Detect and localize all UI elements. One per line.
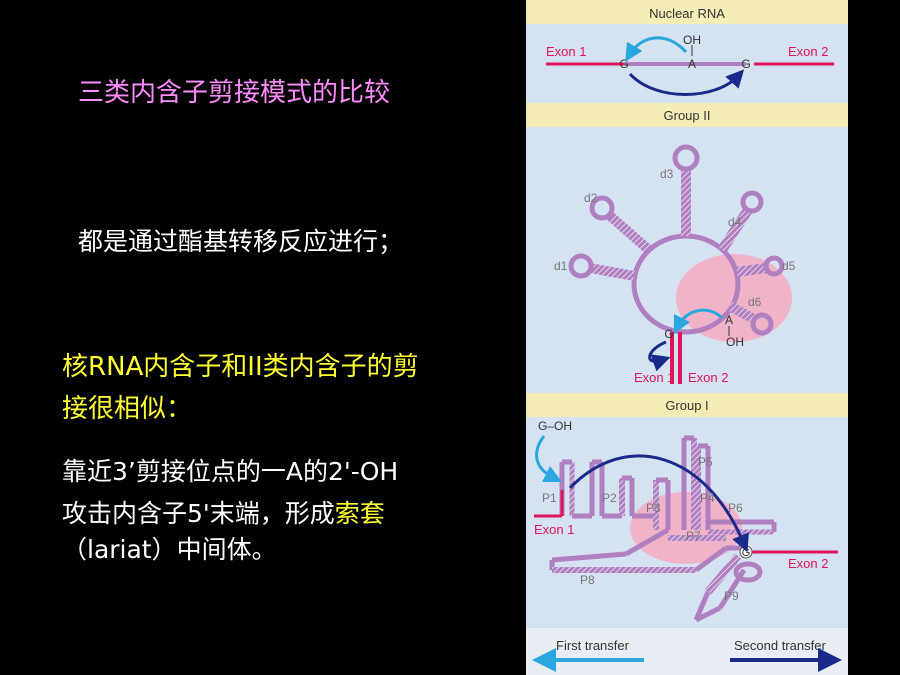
group1-p6-label: P6 [728, 501, 743, 515]
group2-header: Group II [664, 108, 711, 123]
group1-p3-label: P3 [646, 501, 661, 515]
nuclear-header: Nuclear RNA [649, 6, 725, 21]
nuclear-first-transfer-arrow [625, 36, 688, 62]
group2-exon1-label: Exon 1 [634, 370, 674, 385]
legend-second-label: Second transfer [734, 638, 826, 653]
group1-p2-label: P2 [602, 491, 617, 505]
group1-p8-label: P8 [580, 573, 595, 587]
nuclear-second-transfer-arrow [628, 69, 745, 96]
group1-header-bar [526, 393, 848, 417]
slide-title: 三类内含子剪接模式的比较 [78, 78, 391, 108]
nuclear-exon1-label: Exon 1 [546, 44, 586, 59]
point-similarity-line1: 核RNA内含子和II类内含子的剪 [62, 352, 419, 382]
group1-g-label: G [742, 547, 751, 559]
nuclear-exon2-label: Exon 2 [788, 44, 828, 59]
group1-p7-label: P7 [686, 529, 701, 543]
group1-p9-label: P9 [724, 589, 739, 603]
group2-intron-structure [568, 144, 785, 336]
nuclear-g1-label: G [619, 57, 628, 71]
group1-second-transfer-arrow [568, 454, 749, 553]
point-lariat-line2: 攻击内含子5'末端，形成索套 [62, 494, 385, 530]
point-lariat-line3: （lariat）中间体。 [62, 535, 277, 564]
group1-p4-label: P4 [700, 491, 715, 505]
group2-second-transfer-arrow [648, 340, 671, 372]
nuclear-g2-label: G [741, 57, 750, 71]
group1-goh-label: G–OH [538, 419, 572, 433]
group2-header-bar [526, 103, 848, 127]
group2-exon2-label: Exon 2 [688, 370, 728, 385]
group2-d3-label: d3 [660, 167, 674, 181]
group1-header: Group I [665, 398, 708, 413]
nuclear-oh-label: OH [683, 33, 701, 47]
group2-oh-label: OH [726, 335, 744, 349]
group1-exon2-label: Exon 2 [788, 556, 828, 571]
group2-d2-label: d2 [584, 191, 598, 205]
group1-p5-label: P5 [698, 455, 713, 469]
group1-first-transfer-arrow [535, 435, 563, 483]
group2-d5-label: d5 [782, 259, 796, 273]
nuclear-header-bar [526, 0, 848, 24]
group2-first-transfer-arrow [673, 308, 724, 335]
group1-p1-label: P1 [542, 491, 557, 505]
splicing-diagram-panel: Nuclear RNA Exon 1 Exon 2 G A OH G Group… [526, 0, 848, 675]
point-lariat-line2-text: 攻击内含子5'末端，形成 [62, 499, 335, 528]
legend-first-label: First transfer [556, 638, 630, 653]
nuclear-a-label: A [688, 57, 696, 71]
group2-a-label: A [725, 313, 733, 327]
group2-d6-label: d6 [748, 295, 762, 309]
group2-d1-label: d1 [554, 259, 568, 273]
panel-background [526, 0, 848, 675]
group2-g-label: G [664, 327, 673, 341]
point-similarity-line2: 接很相似： [62, 394, 193, 424]
lariat-term: 索套 [334, 499, 385, 528]
group1-exon1-label: Exon 1 [534, 522, 574, 537]
group2-d4-label: d4 [728, 215, 742, 229]
point-transesterification: 都是通过酯基转移反应进行； [78, 227, 404, 256]
legend-background [526, 628, 848, 675]
point-lariat-line1: 靠近3’剪接位点的一A的2'-OH [62, 457, 399, 486]
